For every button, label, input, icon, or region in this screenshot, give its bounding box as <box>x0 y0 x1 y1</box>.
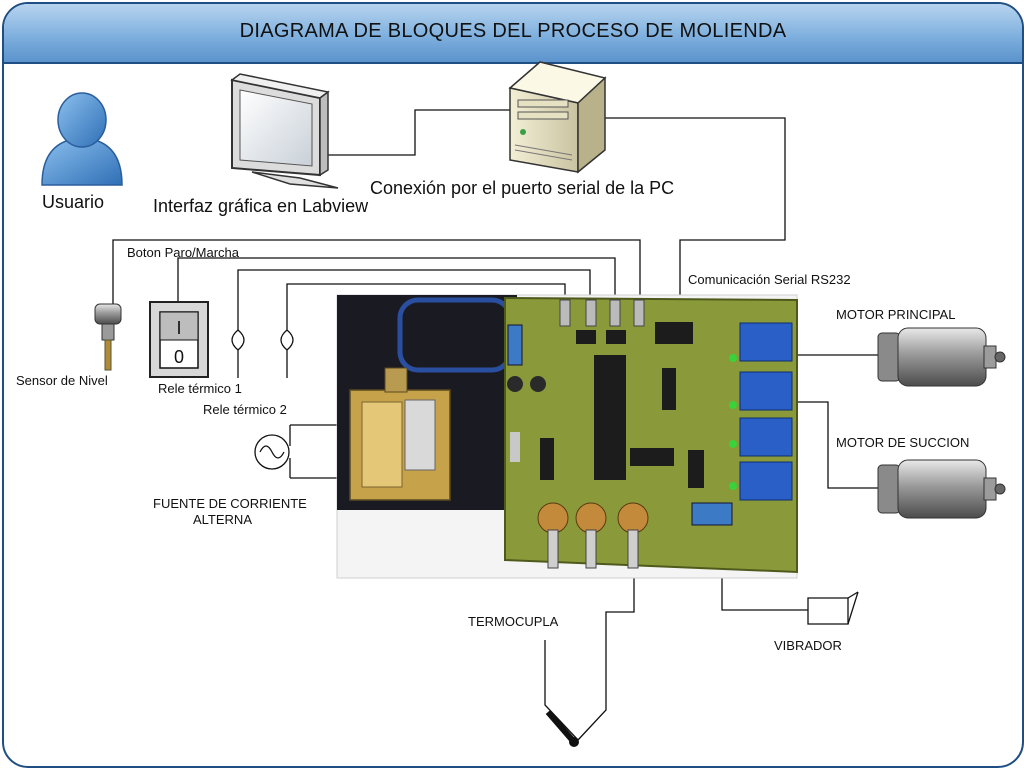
comunicacion-label: Comunicación Serial RS232 <box>688 272 851 287</box>
motor-icon-succion <box>877 459 1006 519</box>
fuente-label-1: FUENTE DE CORRIENTE <box>153 496 307 511</box>
motor-principal-label: MOTOR PRINCIPAL <box>836 307 956 322</box>
conexion-label: Conexión por el puerto serial de la PC <box>370 178 675 198</box>
diagram-title: DIAGRAMA DE BLOQUES DEL PROCESO DE MOLIE… <box>239 20 787 42</box>
sensor-label: Sensor de Nivel <box>16 373 108 388</box>
termocupla-label: TERMOCUPLA <box>468 614 559 629</box>
connection-lines <box>112 109 880 665</box>
vibrador-label: VIBRADOR <box>774 638 842 653</box>
rele2-label: Rele térmico 2 <box>203 402 287 417</box>
transformer-icon <box>349 367 451 501</box>
rele1-label: Rele térmico 1 <box>158 381 242 396</box>
ac-source-icon <box>254 425 291 478</box>
usuario-label: Usuario <box>42 192 105 212</box>
motor-succion-label: MOTOR DE SUCCION <box>836 435 970 450</box>
thermocouple-icon <box>544 640 607 747</box>
vibrator-icon <box>807 591 859 625</box>
pc-tower-icon <box>508 61 607 174</box>
monitor-icon <box>230 73 339 189</box>
title-bar: DIAGRAMA DE BLOQUES DEL PROCESO DE MOLIE… <box>4 4 1022 64</box>
control-board-icon <box>336 294 798 579</box>
switch-icon: I 0 <box>149 301 209 378</box>
user-icon <box>41 92 123 186</box>
switch-on-label: I <box>176 318 181 338</box>
boton-label: Boton Paro/Marcha <box>127 245 240 260</box>
motor-icon <box>877 327 1006 387</box>
thermal-relay-icon <box>231 305 294 378</box>
switch-off-label: 0 <box>174 347 184 367</box>
level-sensor-icon <box>94 303 122 371</box>
fuente-label-2: ALTERNA <box>193 512 252 527</box>
interfaz-label: Interfaz gráfica en Labview <box>153 196 369 216</box>
